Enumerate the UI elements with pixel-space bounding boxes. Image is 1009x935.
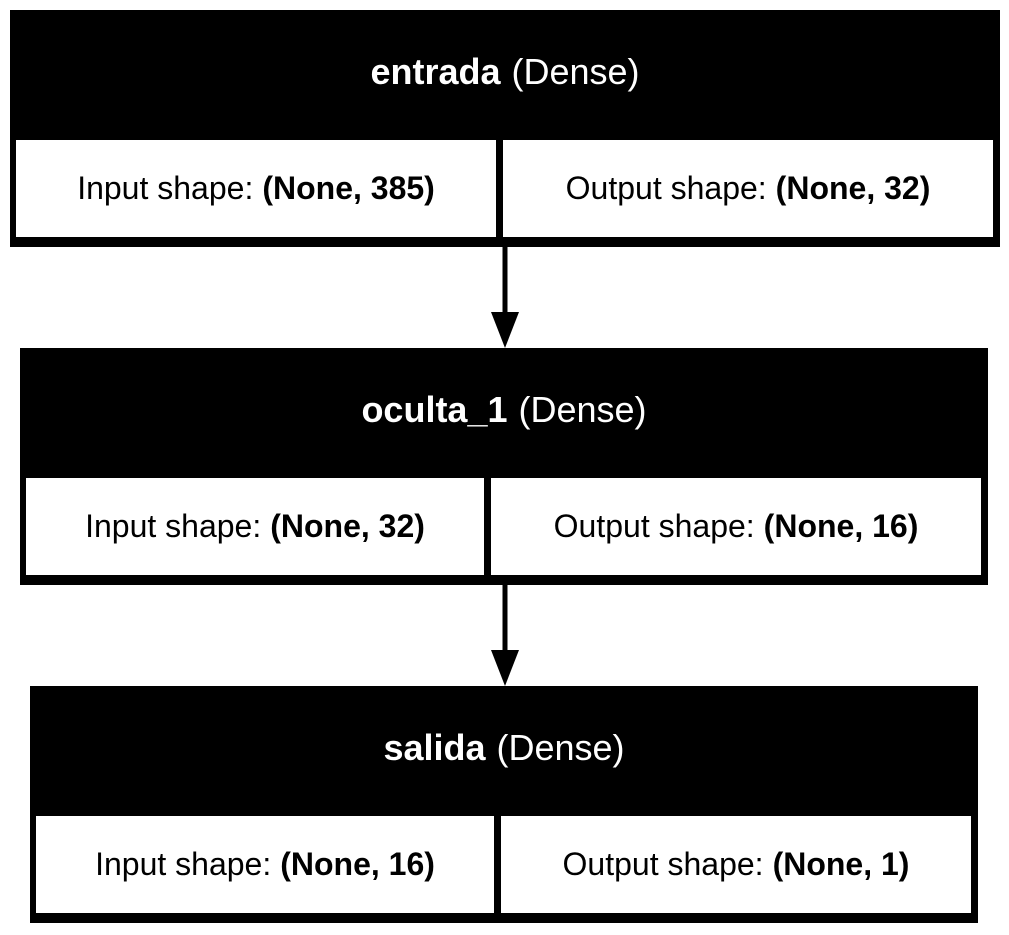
layer-node-oculta-1: oculta_1 (Dense) Input shape: (None, 32)… [20, 348, 988, 585]
output-shape-label: Output shape: [565, 170, 767, 206]
edge-oculta-1-to-salida [491, 585, 519, 686]
input-shape-label: Input shape: [77, 170, 254, 206]
edge-entrada-to-oculta-1 [491, 247, 519, 348]
output-shape-label: Output shape: [553, 508, 755, 544]
output-shape-cell: Output shape: (None, 16) [491, 478, 981, 575]
output-shape-cell: Output shape: (None, 1) [501, 816, 971, 913]
layer-node-entrada: entrada (Dense) Input shape: (None, 385)… [10, 10, 1000, 247]
input-shape-value: (None, 32) [270, 508, 425, 544]
output-shape-value: (None, 32) [775, 170, 931, 206]
input-shape-label: Input shape: [85, 508, 262, 544]
input-shape-value: (None, 16) [280, 846, 435, 882]
arrow-head-icon [491, 312, 519, 348]
layer-node-salida: salida (Dense) Input shape: (None, 16) O… [30, 686, 978, 923]
output-shape-value: (None, 16) [763, 508, 919, 544]
input-shape-value: (None, 385) [262, 170, 435, 206]
layer-title: entrada (Dense) [10, 10, 1000, 134]
layer-name: entrada [370, 51, 501, 92]
layer-title: oculta_1 (Dense) [20, 348, 988, 472]
output-shape-value: (None, 1) [772, 846, 910, 882]
layer-title: salida (Dense) [30, 686, 978, 810]
layer-name: oculta_1 [361, 389, 508, 430]
input-shape-cell: Input shape: (None, 385) [16, 140, 496, 237]
input-shape-cell: Input shape: (None, 16) [36, 816, 494, 913]
layer-type: (Dense) [496, 727, 625, 768]
arrow-head-icon [491, 650, 519, 686]
layer-type: (Dense) [511, 51, 640, 92]
layer-type: (Dense) [518, 389, 647, 430]
output-shape-label: Output shape: [562, 846, 764, 882]
layer-name: salida [383, 727, 486, 768]
input-shape-label: Input shape: [95, 846, 272, 882]
output-shape-cell: Output shape: (None, 32) [503, 140, 993, 237]
input-shape-cell: Input shape: (None, 32) [26, 478, 484, 575]
